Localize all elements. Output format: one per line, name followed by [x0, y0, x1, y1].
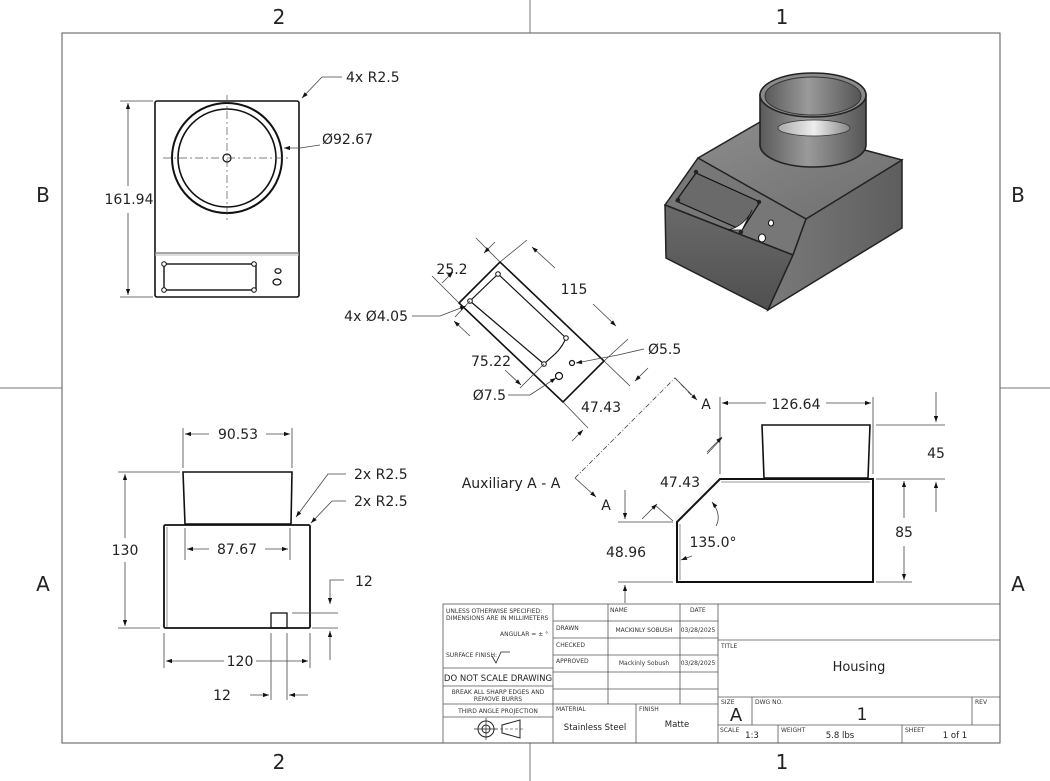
zone-bottom-1: 1	[776, 750, 789, 774]
material-label: MATERIAL	[556, 706, 586, 713]
approval-role: DRAWN	[556, 625, 579, 632]
note-surface-finish: SURFACE FINISH:	[446, 652, 497, 659]
dim-aux-window-length: 75.22	[471, 354, 511, 370]
dim-corner-radius: 4x R2.5	[346, 70, 400, 86]
isometric-view	[663, 72, 904, 312]
dim-top-height: 161.94	[105, 192, 154, 208]
note-projection: THIRD ANGLE PROJECTION	[457, 708, 538, 715]
scale-label: SCALE	[720, 727, 739, 734]
approvals-date-header: DATE	[690, 607, 706, 614]
dim-front-notch-width: 12	[213, 688, 231, 704]
approval-role: APPROVED	[556, 658, 589, 665]
zone-left-b: B	[36, 183, 50, 207]
approval-row: CHECKED	[556, 642, 585, 649]
front-neck-outline	[182, 471, 293, 525]
dim-aux-length: 115	[561, 282, 588, 298]
dim-aux-hole-large: Ø7.5	[473, 388, 506, 404]
front-view	[118, 428, 346, 700]
note-angular: ANGULAR = ± °	[500, 631, 548, 638]
dim-front-radius-1: 2x R2.5	[354, 467, 408, 483]
side-neck-outline	[761, 424, 871, 479]
front-body-outline	[163, 524, 311, 629]
dim-front-width: 120	[227, 654, 254, 670]
sheet-value: 1 of 1	[943, 731, 967, 741]
note-break-edges-1: BREAK ALL SHARP EDGES AND	[452, 689, 545, 696]
dim-neck-diameter: Ø92.67	[322, 132, 373, 148]
finish-value: Matte	[665, 720, 689, 730]
dwg-no-label: DWG NO.	[755, 699, 783, 706]
dim-front-top-width: 90.53	[218, 427, 258, 443]
scale-value: 1:3	[745, 731, 759, 741]
aux-view-label: Auxiliary A - A	[462, 476, 561, 492]
drawing-title: Housing	[833, 660, 886, 675]
dim-aux-hole-pattern: 4x Ø4.05	[344, 309, 408, 325]
material-value: Stainless Steel	[564, 723, 626, 733]
sheet-label: SHEET	[905, 727, 925, 734]
dwg-no-value: 1	[857, 705, 868, 725]
zone-bottom-2: 2	[273, 750, 286, 774]
section-marker-top: A	[701, 397, 711, 413]
dim-side-neck-height: 45	[927, 446, 945, 462]
dim-front-height: 130	[112, 543, 139, 559]
zone-top-2: 2	[273, 5, 286, 29]
approval-row: APPROVED Mackinly Sobush 03/28/2025	[556, 658, 715, 667]
dim-front-notch-height: 12	[355, 574, 373, 590]
side-view	[618, 392, 945, 603]
section-marker-bottom: A	[601, 498, 611, 514]
display-window	[163, 263, 257, 291]
dim-side-body-height: 85	[895, 525, 913, 541]
weight-label: WEIGHT	[781, 727, 806, 734]
dim-aux-hole-small: Ø5.5	[648, 342, 681, 358]
note-break-edges-2: REMOVE BURRS	[474, 696, 522, 703]
weight-value: 5.8 lbs	[826, 731, 855, 741]
third-angle-projection-icon	[474, 718, 524, 740]
dim-front-radius-2: 2x R2.5	[354, 494, 408, 510]
side-body-outline	[676, 478, 874, 583]
dim-aux-panel-width: 47.43	[581, 400, 621, 416]
zone-right-a: A	[1011, 572, 1025, 596]
zone-right-b: B	[1011, 183, 1025, 207]
note-do-not-scale: DO NOT SCALE DRAWING	[444, 674, 552, 684]
dim-side-top-width: 126.64	[772, 397, 821, 413]
finish-label: FINISH	[639, 706, 659, 713]
approval-row: DRAWN MACKINLY SOBUSH 03/28/2025	[556, 625, 715, 634]
size-value: A	[730, 705, 743, 726]
approval-date: 03/28/2025	[681, 660, 716, 667]
approval-name: Mackinly Sobush	[619, 660, 669, 667]
title-block	[442, 603, 1001, 744]
note-unless: UNLESS OTHERWISE SPECIFIED:	[446, 608, 542, 615]
dim-front-inner-width: 87.67	[217, 542, 257, 558]
approval-name: MACKINLY SOBUSH	[615, 627, 672, 634]
dim-side-lower-height: 48.96	[606, 545, 646, 561]
dim-side-chamfer: 47.43	[660, 475, 700, 491]
approval-role: CHECKED	[556, 642, 585, 649]
note-dims: DIMENSIONS ARE IN MILLIMETERS	[446, 615, 548, 622]
auxiliary-view	[412, 237, 649, 442]
approval-date: 03/28/2025	[681, 627, 716, 634]
approvals-name-header: NAME	[610, 607, 628, 614]
dim-side-angle: 135.0°	[689, 535, 736, 551]
zone-top-1: 1	[776, 5, 789, 29]
rev-label: REV	[975, 699, 988, 706]
size-label: SIZE	[721, 699, 735, 706]
zone-left-a: A	[36, 572, 50, 596]
top-view	[120, 76, 342, 298]
dim-aux-width: 25.2	[436, 262, 467, 278]
front-notch	[270, 612, 288, 629]
surface-finish-icon	[491, 651, 510, 664]
title-label: TITLE	[720, 643, 737, 650]
section-line-a-a	[574, 377, 698, 498]
